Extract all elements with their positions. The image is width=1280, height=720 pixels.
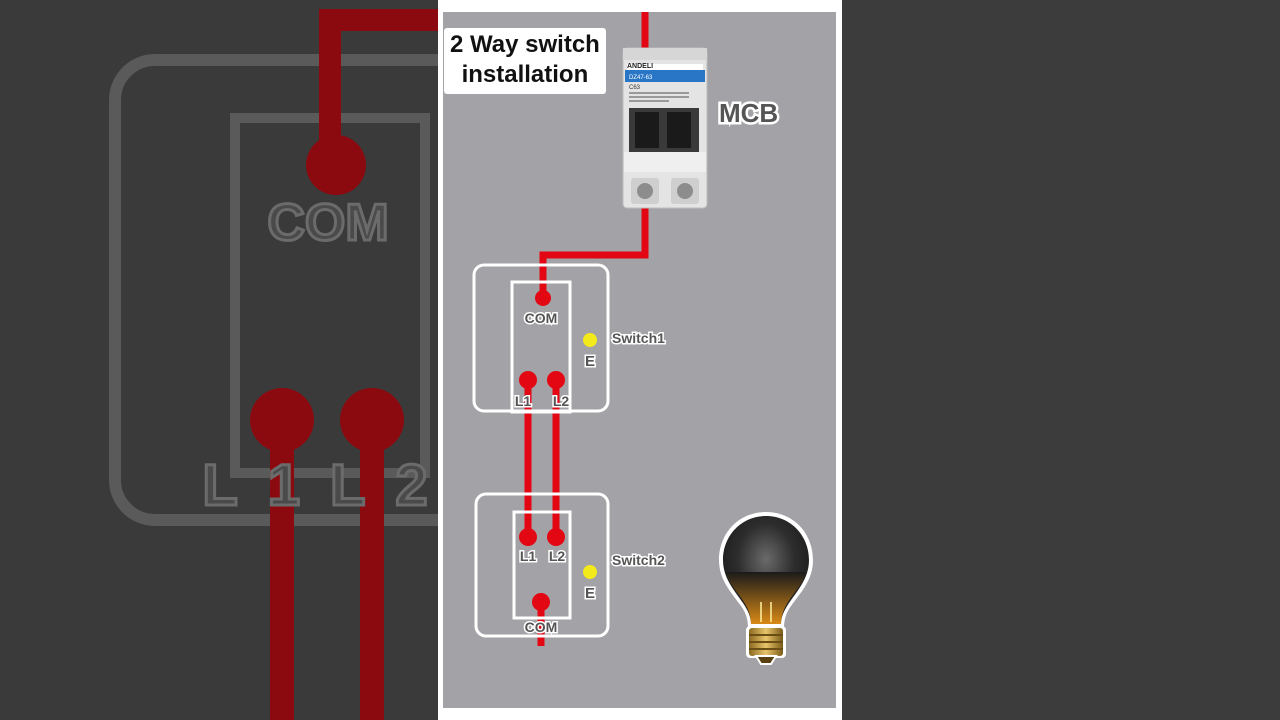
switch2-l1-label: L1 — [520, 548, 537, 564]
background-right-blurred — [842, 0, 1280, 720]
switch2-l1-terminal — [519, 528, 537, 546]
switch2-com-label: COM — [525, 619, 558, 635]
switch1-l1-terminal — [519, 371, 537, 389]
switch2-earth-dot — [583, 565, 597, 579]
light-bulb-icon — [719, 512, 813, 665]
mcb-model-text: DZ47-63 — [629, 75, 653, 81]
switch1-com-label: COM — [525, 310, 558, 326]
switch1-l2-label: L2 — [553, 393, 570, 409]
wiring-diagram: ANDELI DZ47-63 C63 MCB COM L1 L2 E — [472, 12, 813, 665]
switch2-name: Switch2 — [612, 552, 665, 568]
mcb-breaker: ANDELI DZ47-63 C63 — [622, 47, 708, 209]
video-title-box: 2 Way switch installation — [444, 28, 606, 94]
mcb-rating-text: C63 — [629, 85, 641, 91]
background-left-blurred: COM L1L2 — [0, 0, 440, 720]
switch1-earth-dot — [583, 333, 597, 347]
switch2-com-terminal — [532, 593, 550, 611]
background-l-labels: L1L2 — [202, 453, 440, 518]
switch1-l2-terminal — [547, 371, 565, 389]
switch1-l1-label: L1 — [515, 393, 532, 409]
switch1-plate — [472, 263, 610, 414]
switch2-l2-label: L2 — [549, 548, 566, 564]
wiring-diagram-panel: ANDELI DZ47-63 C63 MCB COM L1 L2 E — [443, 12, 836, 708]
mcb-label: MCB — [719, 98, 778, 128]
switch1-name: Switch1 — [612, 330, 665, 346]
video-title-line1: 2 Way switch — [450, 31, 600, 58]
background-com-text: COM — [267, 194, 388, 252]
mcb-brand-text: ANDELI — [627, 63, 653, 70]
wire-mcb-to-switch1-com — [539, 207, 649, 298]
mcb-toggle-left — [635, 112, 659, 148]
switch2-l2-terminal — [547, 528, 565, 546]
switch2-plate — [474, 492, 610, 638]
video-title-line2: installation — [461, 61, 589, 88]
background-left-graphic: COM L1L2 — [0, 0, 440, 720]
mcb-terminal-screw-right — [677, 183, 693, 199]
switch1-com-terminal — [535, 290, 551, 306]
switch2-earth-label: E — [585, 585, 595, 602]
mcb-toggle-right — [667, 112, 691, 148]
switch1-earth-label: E — [585, 353, 595, 370]
mcb-terminal-screw-left — [637, 183, 653, 199]
